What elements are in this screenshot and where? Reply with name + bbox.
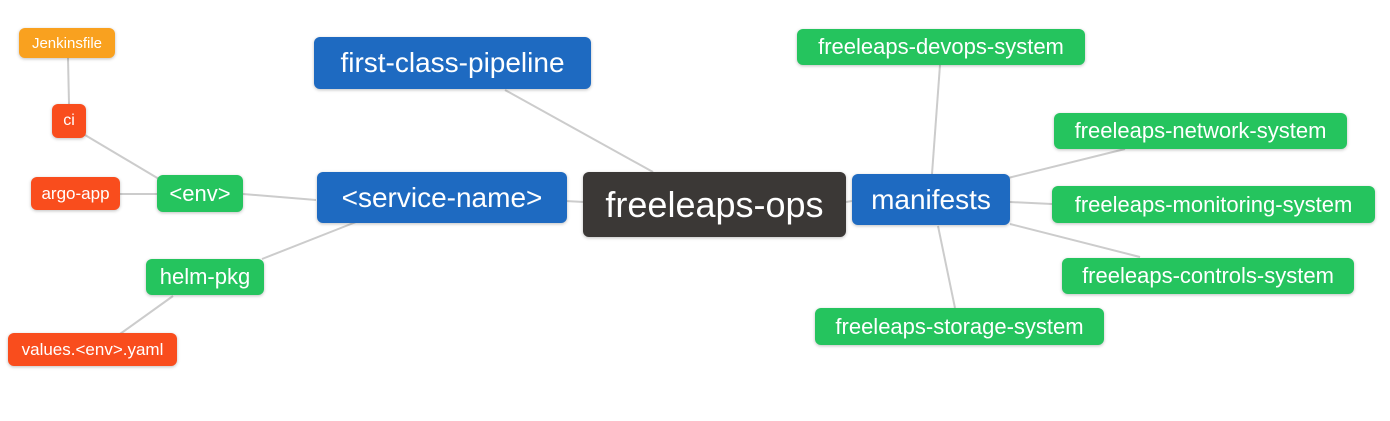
edge-jenkinsfile-ci <box>67 57 70 105</box>
node-helm-pkg[interactable]: helm-pkg <box>146 259 264 295</box>
node-freeleaps-devops-system[interactable]: freeleaps-devops-system <box>797 29 1085 65</box>
node-freeleaps-monitoring-system[interactable]: freeleaps-monitoring-system <box>1052 186 1375 223</box>
edge-manifests-freeleaps-storage-system <box>937 225 956 309</box>
edge-manifests-freeleaps-network-system <box>1007 148 1126 179</box>
edge-manifests-freeleaps-devops-system <box>931 64 941 175</box>
edge-freeleaps-ops-manifests <box>845 200 853 203</box>
node-freeleaps-storage-system[interactable]: freeleaps-storage-system <box>815 308 1104 345</box>
node-freeleaps-ops[interactable]: freeleaps-ops <box>583 172 846 237</box>
node-jenkinsfile[interactable]: Jenkinsfile <box>19 28 115 58</box>
node-env[interactable]: <env> <box>157 175 243 212</box>
edge-helm-pkg-values-env-yaml <box>119 295 174 335</box>
node-freeleaps-controls-system[interactable]: freeleaps-controls-system <box>1062 258 1354 294</box>
edge-manifests-freeleaps-monitoring-system <box>1009 201 1053 205</box>
edge-helm-pkg-service-name <box>261 221 357 260</box>
node-manifests[interactable]: manifests <box>852 174 1010 225</box>
node-service-name[interactable]: <service-name> <box>317 172 567 223</box>
node-ci[interactable]: ci <box>52 104 86 138</box>
edge-first-class-pipeline-freeleaps-ops <box>504 89 654 173</box>
node-argo-app[interactable]: argo-app <box>31 177 120 210</box>
node-first-class-pipeline[interactable]: first-class-pipeline <box>314 37 591 89</box>
edge-manifests-freeleaps-controls-system <box>1009 223 1141 258</box>
node-freeleaps-network-system[interactable]: freeleaps-network-system <box>1054 113 1347 149</box>
edge-service-name-freeleaps-ops <box>564 200 585 203</box>
edge-env-service-name <box>242 193 317 201</box>
node-values-env-yaml[interactable]: values.<env>.yaml <box>8 333 177 366</box>
edge-ci-env <box>84 134 160 180</box>
